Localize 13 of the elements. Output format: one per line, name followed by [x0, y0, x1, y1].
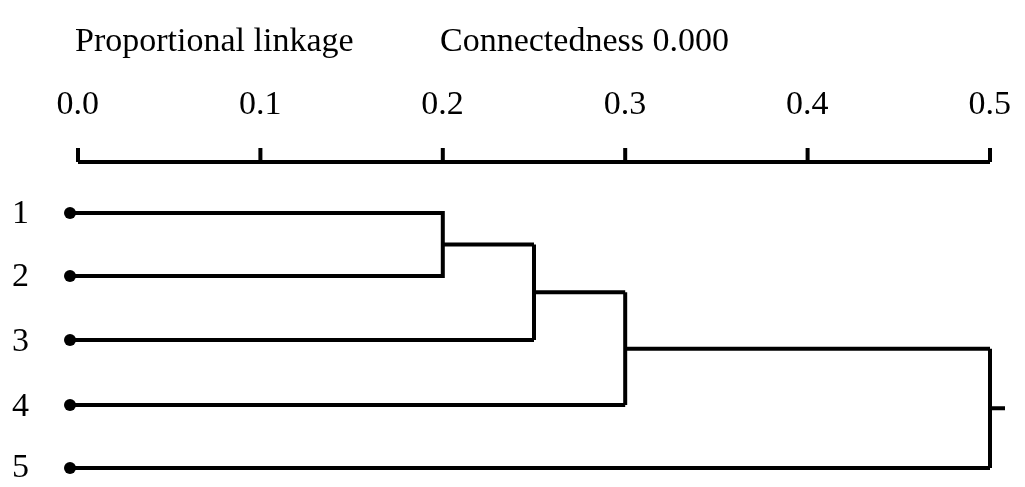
leaf-label: 3: [12, 321, 29, 359]
leaf-label: 2: [12, 256, 29, 294]
tick-label: 0.3: [603, 84, 647, 122]
tick-label: 0.5: [968, 84, 1011, 122]
tick-label: 0.2: [421, 84, 464, 122]
tick-label: 0.4: [786, 84, 829, 122]
leaf-label: 5: [12, 447, 29, 485]
leaf-label: 1: [12, 193, 29, 231]
tick-label: 0.0: [56, 84, 99, 122]
tick-label: 0.1: [238, 84, 282, 122]
leaf-label: 4: [12, 386, 29, 424]
chart-title: Proportional linkage: [75, 21, 354, 59]
statistic-label: Connectedness 0.000: [440, 21, 729, 59]
